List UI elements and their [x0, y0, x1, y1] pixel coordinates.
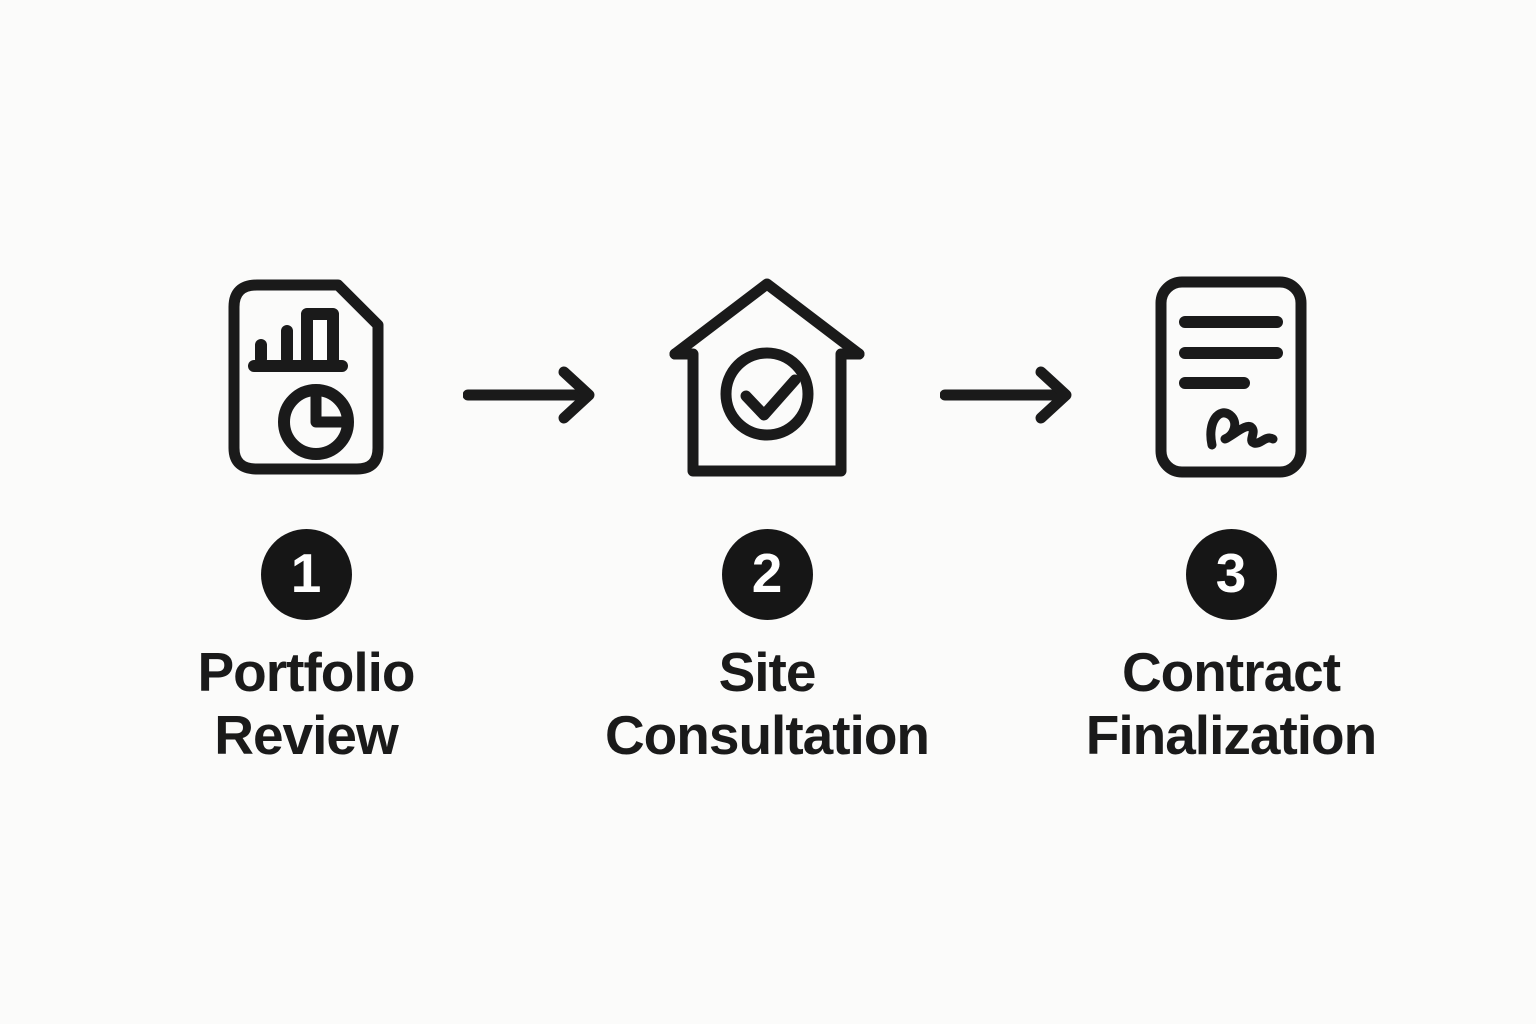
step-2-badge: 2	[721, 529, 813, 620]
step-2-label-line1: Site	[718, 641, 817, 703]
signed-contract-icon	[1155, 276, 1307, 478]
report-document-icon	[228, 279, 384, 475]
step-2-icon-box	[537, 276, 997, 478]
step-3-label-line2: Finalization	[1085, 704, 1378, 766]
arrow-right-icon	[463, 366, 595, 424]
house-check-icon	[669, 278, 865, 477]
step-2: 2 Site Consultation	[537, 276, 997, 767]
step-1-icon-box	[76, 276, 536, 478]
step-2-label-line2: Consultation	[604, 704, 930, 766]
step-1-badge: 1	[260, 529, 352, 620]
arrow-right-icon	[940, 366, 1072, 424]
step-1-label: Portfolio Review	[76, 641, 536, 767]
step-1-number: 1	[290, 541, 322, 604]
step-1: 1 Portfolio Review	[76, 276, 536, 767]
step-1-label-line1: Portfolio	[197, 641, 415, 703]
step-3-label-line1: Contract	[1121, 641, 1341, 703]
step-2-label: Site Consultation	[537, 641, 997, 767]
step-3-badge: 3	[1185, 529, 1277, 620]
step-3-label: Contract Finalization	[1001, 641, 1461, 767]
step-1-label-line2: Review	[214, 704, 399, 766]
step-3-icon-box	[1001, 276, 1461, 478]
step-3: 3 Contract Finalization	[1001, 276, 1461, 767]
step-2-number: 2	[751, 541, 783, 604]
step-3-number: 3	[1215, 541, 1247, 604]
